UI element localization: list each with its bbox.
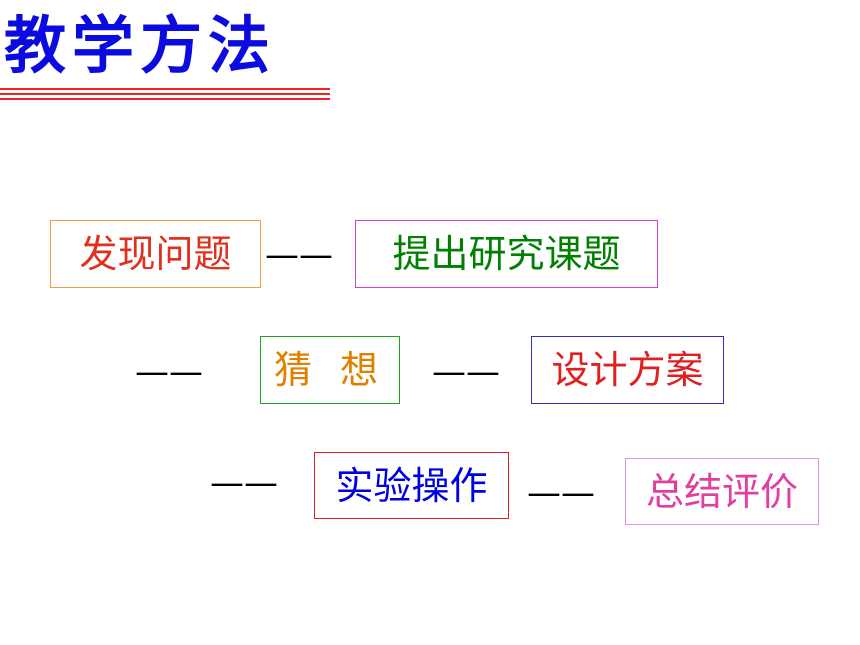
title-underline: [0, 93, 330, 95]
connector-dash: ——: [432, 352, 500, 392]
connector-dash: ——: [210, 463, 278, 503]
connector-dash: ——: [135, 352, 203, 392]
connector-dash: ——: [265, 235, 333, 275]
step-design-plan: 设计方案: [531, 336, 724, 404]
step-experiment: 实验操作: [314, 452, 509, 519]
step-summary-evaluation: 总结评价: [625, 458, 819, 525]
connector-dash: ——: [527, 473, 595, 513]
title-underline: [0, 88, 330, 90]
step-hypothesis: 猜 想: [260, 336, 400, 404]
slide-title: 教学方法: [4, 9, 277, 82]
title-underline: [0, 98, 330, 100]
step-propose-topic: 提出研究课题: [355, 220, 658, 288]
step-discover-problem: 发现问题: [50, 220, 261, 288]
